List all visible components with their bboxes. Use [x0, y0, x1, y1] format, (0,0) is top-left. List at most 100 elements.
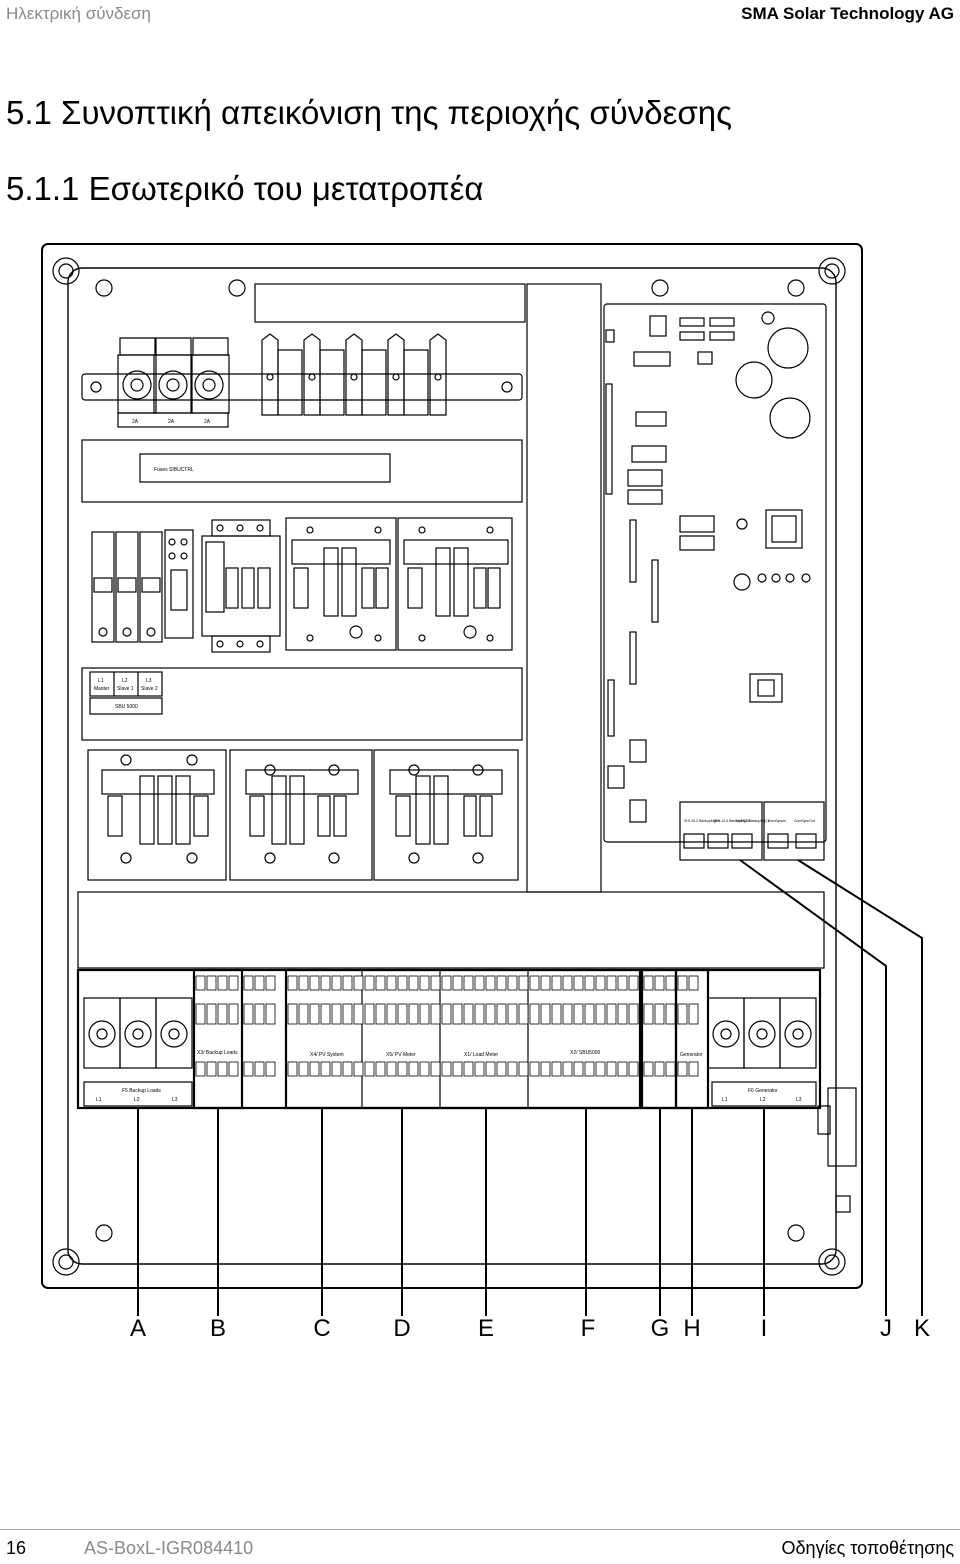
group-H [674, 968, 710, 1110]
terminal-tooth [206, 975, 217, 991]
callout-i: I [761, 1315, 768, 1342]
terminal-tooth [628, 975, 639, 991]
callout-k: K [914, 1315, 930, 1342]
terminal-tooth [540, 1003, 551, 1025]
terminal-tooth [463, 1003, 474, 1025]
terminal-tooth [287, 975, 298, 991]
callout-h: H [683, 1315, 700, 1342]
fuse-rating-2: 2A [168, 419, 175, 425]
ms-l3-role: Slave 2 [141, 686, 158, 692]
f6-l2: L2 [760, 1097, 766, 1103]
terminal-tooth [496, 1061, 507, 1077]
terminal-tooth [217, 1003, 228, 1025]
terminal-tooth [441, 1003, 452, 1025]
terminal-tooth [364, 1003, 375, 1025]
terminal-tooth [452, 1061, 463, 1077]
terminal-tooth [353, 975, 364, 991]
callout-leaders [137, 859, 923, 1316]
terminal-tooth [474, 1003, 485, 1025]
terminal-tooth [452, 1003, 463, 1025]
terminal-tooth [573, 1003, 584, 1025]
terminal-tooth [529, 1003, 540, 1025]
terminal-tooth [430, 1061, 441, 1077]
terminal-tooth [320, 1003, 331, 1025]
terminal-tooth [265, 1061, 276, 1077]
terminal-tooth [540, 1061, 551, 1077]
terminal-tooth [606, 1003, 617, 1025]
terminal-tooth [606, 975, 617, 991]
terminal-tooth [584, 1003, 595, 1025]
term-x4: X4/ PV System [310, 1052, 344, 1058]
ms-l3: L3 [146, 678, 152, 684]
terminal-tooth [441, 975, 452, 991]
subsection-heading: 5.1.1 Εσωτερικό του μετατροπέα [6, 170, 484, 207]
comm-port-5: ComSyncOut [794, 819, 815, 823]
terminal-tooth [386, 1003, 397, 1025]
terminal-tooth [309, 1003, 320, 1025]
terminal-tooth [342, 1061, 353, 1077]
terminal-tooth [463, 1061, 474, 1077]
term-f6: F6 Generator [748, 1088, 778, 1094]
fuse-rating-1: 2A [132, 419, 139, 425]
terminal-tooth [677, 975, 688, 991]
terminal-tooth [628, 1003, 639, 1025]
terminal-tooth [254, 1003, 265, 1025]
terminal-tooth [617, 1061, 628, 1077]
doc-id: AS-BoxL-IGR084410 [84, 1538, 254, 1558]
terminal-tooth [397, 1061, 408, 1077]
terminal-tooth [551, 1061, 562, 1077]
terminal-tooth [665, 1003, 676, 1025]
terminal-tooth [654, 1061, 665, 1077]
relays-middle [91, 517, 513, 653]
doc-type: Οδηγίες τοποθέτησης [781, 1538, 954, 1558]
ms-l1-role: Master [94, 686, 110, 692]
terminal-tooth [243, 1061, 254, 1077]
terminal-tooth [496, 975, 507, 991]
header-section: Ηλεκτρική σύνδεση [6, 4, 151, 23]
terminal-tooth [342, 1003, 353, 1025]
terminal-tooth [551, 1003, 562, 1025]
terminal-tooth [217, 975, 228, 991]
terminal-tooth [331, 1061, 342, 1077]
terminal-tooth [375, 975, 386, 991]
terminal-teeth [195, 975, 699, 1077]
terminal-tooth [195, 1061, 206, 1077]
terminal-tooth [628, 1061, 639, 1077]
terminal-tooth [309, 1061, 320, 1077]
terminal-tooth [688, 975, 699, 991]
terminal-tooth [562, 975, 573, 991]
terminal-tooth [665, 975, 676, 991]
header-company: SMA Solar Technology AG [741, 4, 954, 23]
terminal-tooth [331, 1003, 342, 1025]
fuse-holders-top [117, 337, 230, 428]
terminal-tooth [228, 1003, 239, 1025]
terminal-tooth [606, 1061, 617, 1077]
term-x3: X3/ Backup Loads [197, 1050, 238, 1056]
terminal-tooth [474, 1061, 485, 1077]
callout-b: B [210, 1315, 226, 1342]
terminal-tooth [353, 1003, 364, 1025]
terminal-tooth [265, 1003, 276, 1025]
f6-l3: L3 [796, 1097, 802, 1103]
callout-a: A [130, 1315, 146, 1342]
terminal-tooth [320, 975, 331, 991]
term-gen: Generator [680, 1052, 703, 1058]
callout-c: C [313, 1315, 330, 1342]
terminal-tooth [540, 975, 551, 991]
terminal-tooth [228, 1061, 239, 1077]
terminal-tooth [206, 1061, 217, 1077]
terminal-tooth [507, 1061, 518, 1077]
terminal-tooth [507, 1003, 518, 1025]
terminal-tooth [654, 975, 665, 991]
term-x2: X2/ SBU5000 [570, 1050, 601, 1056]
enclosure-outer [41, 243, 863, 1289]
terminal-tooth [529, 1061, 540, 1077]
terminal-tooth [518, 1061, 529, 1077]
ms-l2: L2 [122, 678, 128, 684]
terminal-tooth [474, 975, 485, 991]
comm-port-4: ComSyncIn [768, 819, 786, 823]
terminal-tooth [419, 1003, 430, 1025]
terminal-tooth [287, 1061, 298, 1077]
terminal-tooth [408, 1003, 419, 1025]
corner-screws [52, 257, 846, 1276]
